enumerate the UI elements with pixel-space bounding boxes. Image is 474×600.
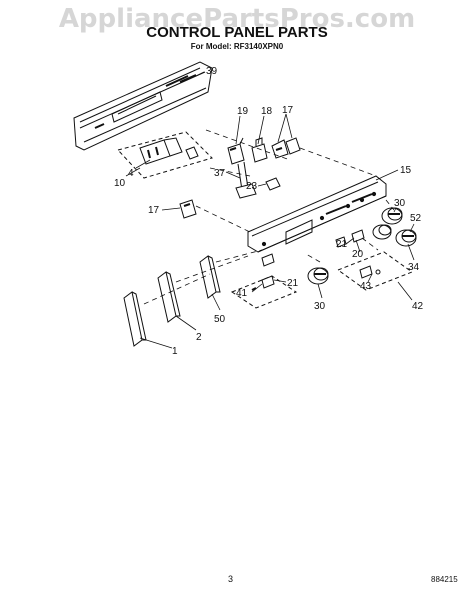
page-title: CONTROL PANEL PARTS: [146, 24, 328, 41]
callout-42: 42: [412, 301, 424, 312]
callout-30-upper: 30: [394, 198, 406, 209]
part-50-bracket: [199, 255, 221, 299]
part-23-clip: [265, 177, 281, 191]
callout-15: 15: [400, 165, 412, 176]
watermark: AppliancePartsPros.com: [58, 4, 416, 34]
part-30a-knob: [381, 207, 403, 225]
callout-52: 52: [410, 213, 422, 224]
model-subtitle: For Model: RF3140XPN0: [190, 42, 284, 51]
part-41-assembly: [230, 275, 298, 309]
callout-2: 2: [196, 332, 202, 343]
callout-43: 43: [360, 281, 372, 292]
part-18-switch: [251, 137, 268, 163]
alignment-lines: [143, 129, 395, 305]
part-30b-knob: [307, 267, 329, 285]
callout-39: 39: [206, 66, 218, 77]
part-42-assembly: [336, 251, 414, 291]
callout-23: 23: [246, 181, 258, 192]
part-1-end-cap: [123, 291, 147, 347]
callout-17: 17: [282, 105, 294, 116]
page-number: 3: [228, 574, 234, 584]
part-2-bracket: [157, 271, 181, 323]
callout-10: 10: [114, 178, 126, 189]
part-39-rear-panel: [73, 61, 213, 151]
callout-21-lower: 21: [287, 278, 299, 289]
part-17b-switch: [179, 199, 197, 219]
callout-21-upper: 21: [336, 239, 348, 250]
callout-19: 19: [237, 106, 249, 117]
callout-20: 20: [352, 249, 364, 260]
part-15-control-panel: [247, 175, 387, 267]
callout-18: 18: [261, 106, 273, 117]
part-37-bracket: [235, 161, 257, 199]
callout-34: 34: [408, 262, 420, 273]
callout-1: 1: [172, 346, 178, 357]
callout-30-lower: 30: [314, 301, 326, 312]
part-19-switch: [227, 137, 245, 165]
callout-50: 50: [214, 314, 226, 325]
part-34-knob: [395, 229, 417, 247]
part-52-knob: [372, 224, 392, 240]
callout-4: 4: [128, 168, 134, 179]
callout-37: 37: [214, 168, 226, 179]
part-17a-switch: [271, 137, 301, 159]
callout-labels: 39 19 18 17 15 4 10 37 23 17 30 52 21 20…: [114, 66, 424, 357]
part-10-switch-assembly: [117, 131, 213, 179]
leader-lines: [125, 71, 415, 349]
callout-41: 41: [236, 288, 248, 299]
part-20-21-clips: [335, 229, 365, 248]
callout-17-lower: 17: [148, 205, 160, 216]
drawing-number: 884215: [431, 575, 458, 584]
